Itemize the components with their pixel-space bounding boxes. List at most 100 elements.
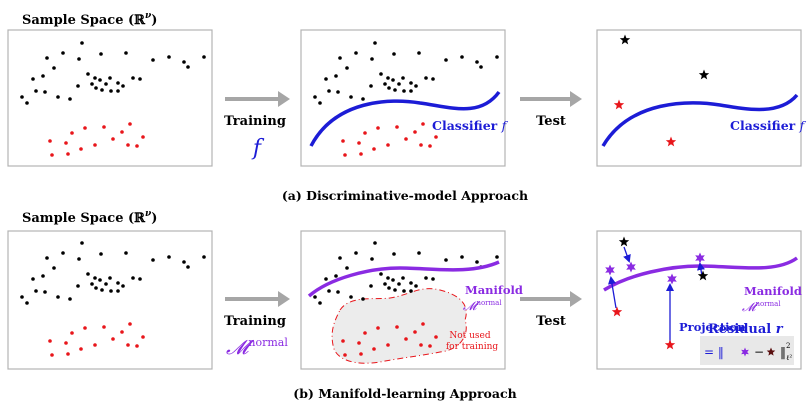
- anomaly-point: [421, 122, 425, 126]
- normal-point: [393, 288, 397, 292]
- anomaly-point: [64, 341, 68, 345]
- anomaly-point: [128, 322, 132, 326]
- normal-point: [318, 101, 322, 105]
- normal-point: [56, 95, 60, 99]
- normal-point: [77, 257, 81, 261]
- anomaly-test-star: [613, 99, 625, 110]
- test-label-b: Test: [536, 314, 566, 329]
- normal-point: [349, 295, 353, 299]
- normal-point: [45, 256, 49, 260]
- classifier-curve-a2: [309, 90, 501, 147]
- normal-point: [104, 282, 108, 286]
- anomaly-point: [128, 122, 132, 126]
- normal-point: [109, 289, 113, 293]
- normal-point: [409, 89, 413, 93]
- normal-point: [151, 258, 155, 262]
- normal-point: [361, 97, 365, 101]
- normal-point: [369, 284, 373, 288]
- normal-point: [76, 84, 80, 88]
- anomaly-point: [66, 152, 70, 156]
- normal-point: [386, 276, 390, 280]
- anomaly-point: [102, 125, 106, 129]
- normal-point: [52, 266, 56, 270]
- training-label-b: Training: [224, 314, 286, 329]
- normal-point: [99, 52, 103, 56]
- svg-text:−: −: [754, 345, 764, 359]
- normal-point: [108, 276, 112, 280]
- manifold-symbol-b3: 𝓜normal: [742, 300, 781, 314]
- anomaly-point: [359, 352, 363, 356]
- anomaly-point: [395, 125, 399, 129]
- anomaly-point: [341, 339, 345, 343]
- normal-point: [354, 51, 358, 55]
- anomaly-point: [343, 353, 347, 357]
- normal-point: [387, 286, 391, 290]
- normal-point: [167, 255, 171, 259]
- anomaly-point: [363, 331, 367, 335]
- normal-test-star: [618, 236, 630, 247]
- normal-point: [444, 58, 448, 62]
- anomaly-point: [376, 326, 380, 330]
- normal-point: [108, 76, 112, 80]
- normal-point: [131, 276, 135, 280]
- normal-point: [324, 277, 328, 281]
- anomaly-point: [341, 139, 345, 143]
- training-symbol-b: 𝓜normal: [226, 335, 288, 359]
- normal-points-a2: [313, 41, 499, 157]
- normal-point: [99, 252, 103, 256]
- anomaly-point: [404, 137, 408, 141]
- anomaly-point: [372, 147, 376, 151]
- anomaly-point: [111, 137, 115, 141]
- anomaly-point: [70, 131, 74, 135]
- anomaly-point: [126, 343, 130, 347]
- svg-text:= ‖: = ‖: [704, 345, 724, 359]
- classifier-label-a2: Classifier f: [432, 118, 509, 133]
- normal-point: [124, 51, 128, 55]
- anomaly-point: [120, 330, 124, 334]
- anomaly-point: [357, 341, 361, 345]
- anomaly-point: [434, 335, 438, 339]
- anomaly-point: [126, 143, 130, 147]
- normal-point: [336, 290, 340, 294]
- caption-b: (b) Manifold-learning Approach: [293, 386, 516, 401]
- normal-point: [93, 276, 97, 280]
- anomaly-point: [419, 343, 423, 347]
- manifold-curve-b2: [307, 260, 500, 298]
- anomaly-point: [79, 347, 83, 351]
- normal-point: [391, 278, 395, 282]
- normal-point: [379, 72, 383, 76]
- normal-point: [90, 82, 94, 86]
- normal-point: [370, 257, 374, 261]
- panel-a3: [596, 29, 802, 167]
- normal-point: [77, 57, 81, 61]
- normal-point: [186, 265, 190, 269]
- sample-space-label-a: Sample Space (ℝν): [22, 11, 157, 28]
- anomaly-point: [386, 143, 390, 147]
- normal-point: [401, 276, 405, 280]
- normal-point: [338, 56, 342, 60]
- normal-point: [56, 295, 60, 299]
- normal-point: [202, 55, 206, 59]
- normal-point: [61, 251, 65, 255]
- normal-point: [116, 81, 120, 85]
- normal-point: [414, 84, 418, 88]
- normal-point: [349, 95, 353, 99]
- caption-a: (a) Discriminative-model Approach: [282, 188, 528, 203]
- anomaly-point: [404, 337, 408, 341]
- normal-point: [475, 60, 479, 64]
- anomaly-point: [50, 353, 54, 357]
- normal-point: [327, 289, 331, 293]
- normal-point: [383, 282, 387, 286]
- normal-test-star: [619, 34, 631, 45]
- normal-point: [100, 88, 104, 92]
- normal-point: [334, 74, 338, 78]
- formula-sample-star: [766, 347, 776, 356]
- normal-point: [121, 284, 125, 288]
- normal-point: [402, 89, 406, 93]
- normal-point: [34, 289, 38, 293]
- normal-point: [186, 65, 190, 69]
- svg-text:‖: ‖: [780, 345, 786, 359]
- normal-point: [20, 295, 24, 299]
- normal-point: [104, 82, 108, 86]
- normal-points-a1: [20, 41, 206, 157]
